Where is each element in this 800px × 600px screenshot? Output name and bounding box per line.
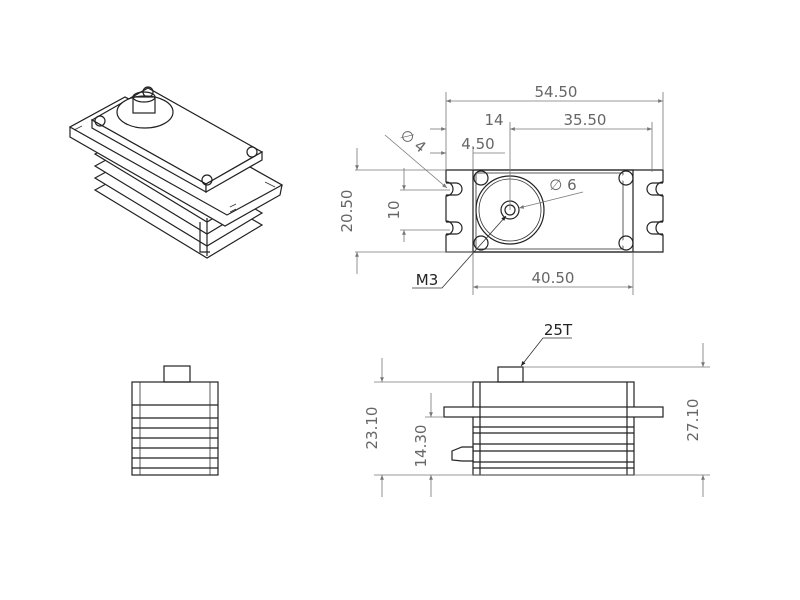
screw-icon: [473, 170, 634, 251]
end-view: [131, 365, 219, 476]
dim-hole-offset: 4.50: [461, 135, 494, 153]
dim-shaft-to-end: 35.50: [564, 111, 607, 129]
dim-flange-height-side: 14.30: [412, 425, 430, 468]
dim-body-height: 23.10: [363, 407, 381, 450]
dim-body-length: 40.50: [532, 269, 575, 287]
dim-spline-diameter: ∅ 6: [549, 176, 576, 194]
dim-slot-spacing: 10: [385, 200, 403, 219]
top-view: 54.50 14 35.50 4.50 ∅ 4 ∅ 6 20.50 10 M3 …: [338, 83, 664, 295]
side-view: 23.10 14.30 27.10 25T: [363, 321, 710, 497]
label-spline-teeth: 25T: [544, 321, 573, 339]
screw-icon: [94, 86, 258, 186]
dim-overall-length: 54.50: [535, 83, 578, 101]
dim-flange-height: 20.50: [338, 190, 356, 233]
isometric-view: [68, 86, 284, 259]
dim-hole-diameter: ∅ 4: [397, 126, 430, 157]
label-screw-thread: M3: [416, 271, 439, 289]
dim-total-height: 27.10: [684, 399, 702, 442]
dim-shaft-offset: 14: [484, 111, 503, 129]
